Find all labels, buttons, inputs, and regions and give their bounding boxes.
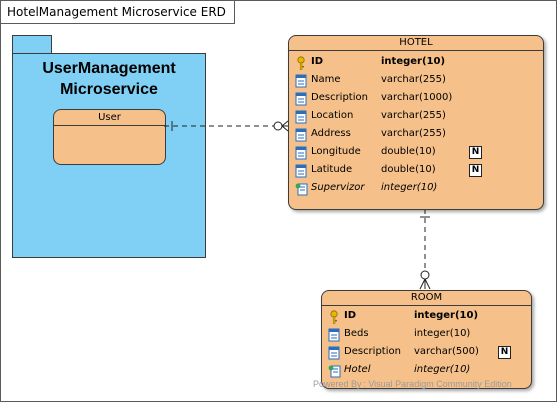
column-name: Supervizor xyxy=(311,182,365,193)
package-title-line1: UserManagement xyxy=(42,60,176,77)
room-entity[interactable]: ROOM ID integer(10) Beds integer(10) Descrip… xyxy=(321,290,532,389)
column-type: varchar(500) xyxy=(414,346,479,357)
foreign-key-icon xyxy=(328,363,341,378)
user-hotel-relationship[interactable] xyxy=(164,120,289,132)
hotel-column-supervizor[interactable]: Supervizor integer(10) xyxy=(295,179,535,197)
hotel-column-longitude[interactable]: Longitude double(10) N xyxy=(295,143,535,161)
hotel-column-name[interactable]: Name varchar(255) xyxy=(295,71,535,89)
hotel-column-address[interactable]: Address varchar(255) xyxy=(295,125,535,143)
diagram-title: HotelManagement Microservice ERD xyxy=(1,1,235,24)
column-name: ID xyxy=(311,56,324,67)
zero-marker xyxy=(273,121,283,131)
user-entity-title: User xyxy=(54,110,165,126)
column-type: integer(10) xyxy=(381,182,438,193)
column-icon xyxy=(295,73,307,88)
room-column-beds[interactable]: Beds integer(10) xyxy=(328,325,524,343)
hotel-room-relationship[interactable] xyxy=(419,209,431,290)
column-name: Hotel xyxy=(344,364,371,375)
column-type: integer(10) xyxy=(414,364,471,375)
package-tab xyxy=(12,35,52,54)
hotel-column-location[interactable]: Location varchar(255) xyxy=(295,107,535,125)
key-icon xyxy=(295,55,307,70)
column-icon xyxy=(295,163,307,178)
column-name: ID xyxy=(344,310,357,321)
column-icon xyxy=(295,145,307,160)
many-marker xyxy=(419,278,431,290)
nullable-icon: N xyxy=(498,346,511,359)
room-column-id[interactable]: ID integer(10) xyxy=(328,307,524,325)
room-column-hotel[interactable]: Hotel integer(10) xyxy=(328,361,524,379)
column-type: varchar(255) xyxy=(381,128,446,139)
foreign-key-icon xyxy=(295,181,308,196)
hotel-column-id[interactable]: ID integer(10) xyxy=(295,53,535,71)
package-title-line2: Microservice xyxy=(60,81,158,98)
column-icon xyxy=(295,127,307,142)
column-type: integer(10) xyxy=(414,328,471,339)
hotel-entity[interactable]: HOTEL ID integer(10) Name varchar(255) Descr… xyxy=(288,35,544,210)
column-type: double(10) xyxy=(381,164,436,175)
many-marker xyxy=(281,120,289,132)
column-type: integer(10) xyxy=(381,56,446,67)
column-name: Beds xyxy=(344,328,369,339)
column-name: Name xyxy=(311,74,341,85)
column-name: Latitude xyxy=(311,164,353,175)
usermanagement-package[interactable]: UserManagement Microservice xyxy=(12,53,206,258)
zero-marker xyxy=(420,270,430,280)
column-type: varchar(1000) xyxy=(381,92,453,103)
column-type: varchar(255) xyxy=(381,110,446,121)
column-name: Address xyxy=(311,128,351,139)
hotel-column-latitude[interactable]: Latitude double(10) N xyxy=(295,161,535,179)
hotel-entity-title: HOTEL xyxy=(289,36,543,51)
watermark: Powered By : Visual Paradigm Community E… xyxy=(313,379,512,389)
nullable-icon: N xyxy=(469,164,482,177)
column-icon xyxy=(328,345,340,360)
package-title: UserManagement Microservice xyxy=(13,58,205,100)
column-name: Description xyxy=(344,346,401,357)
column-name: Location xyxy=(311,110,354,121)
nullable-icon: N xyxy=(469,146,482,159)
column-type: varchar(255) xyxy=(381,74,446,85)
room-column-description[interactable]: Description varchar(500) N xyxy=(328,343,524,361)
column-type: integer(10) xyxy=(414,310,479,321)
column-name: Longitude xyxy=(311,146,361,157)
column-type: double(10) xyxy=(381,146,436,157)
key-icon xyxy=(328,309,340,324)
user-entity[interactable]: User xyxy=(53,109,166,165)
column-icon xyxy=(295,109,307,124)
hotel-column-description[interactable]: Description varchar(1000) xyxy=(295,89,535,107)
column-icon xyxy=(295,91,307,106)
room-entity-title: ROOM xyxy=(322,291,531,306)
column-icon xyxy=(328,327,340,342)
column-name: Description xyxy=(311,92,368,103)
